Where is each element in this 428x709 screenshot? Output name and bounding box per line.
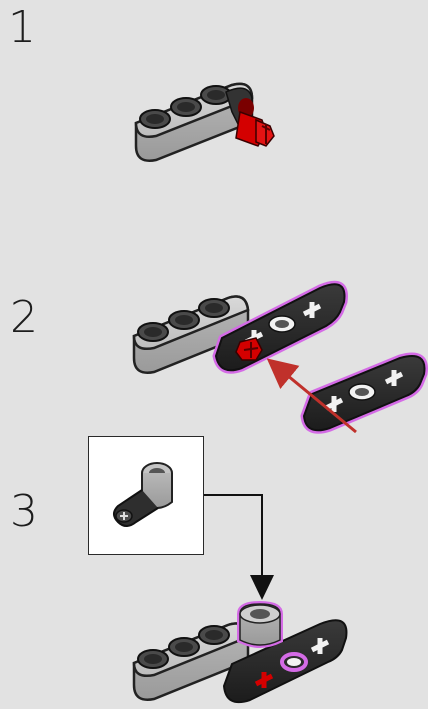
liftarm-dark-icon bbox=[222, 619, 348, 704]
callout-box bbox=[88, 436, 204, 555]
step-number: 2 bbox=[10, 292, 38, 343]
step-number: 3 bbox=[10, 486, 38, 537]
axle-pin-red-icon bbox=[235, 98, 275, 147]
liftarm-dark-loose-icon bbox=[300, 352, 428, 434]
step-number: 1 bbox=[8, 2, 36, 53]
axle-pin-red-icon bbox=[235, 337, 263, 361]
liftarm-light-icon bbox=[132, 295, 250, 374]
step2-assembly bbox=[132, 280, 428, 434]
step3-assembly bbox=[132, 600, 348, 704]
pin-connector-highlight-icon bbox=[237, 600, 283, 648]
insert-arrow-icon bbox=[266, 358, 357, 434]
liftarm-light-icon bbox=[132, 622, 250, 701]
liftarm-light-icon bbox=[134, 82, 254, 162]
callout-arrow-icon bbox=[204, 494, 274, 600]
step1-assembly bbox=[134, 82, 275, 162]
pin-connector-icon bbox=[113, 462, 173, 527]
